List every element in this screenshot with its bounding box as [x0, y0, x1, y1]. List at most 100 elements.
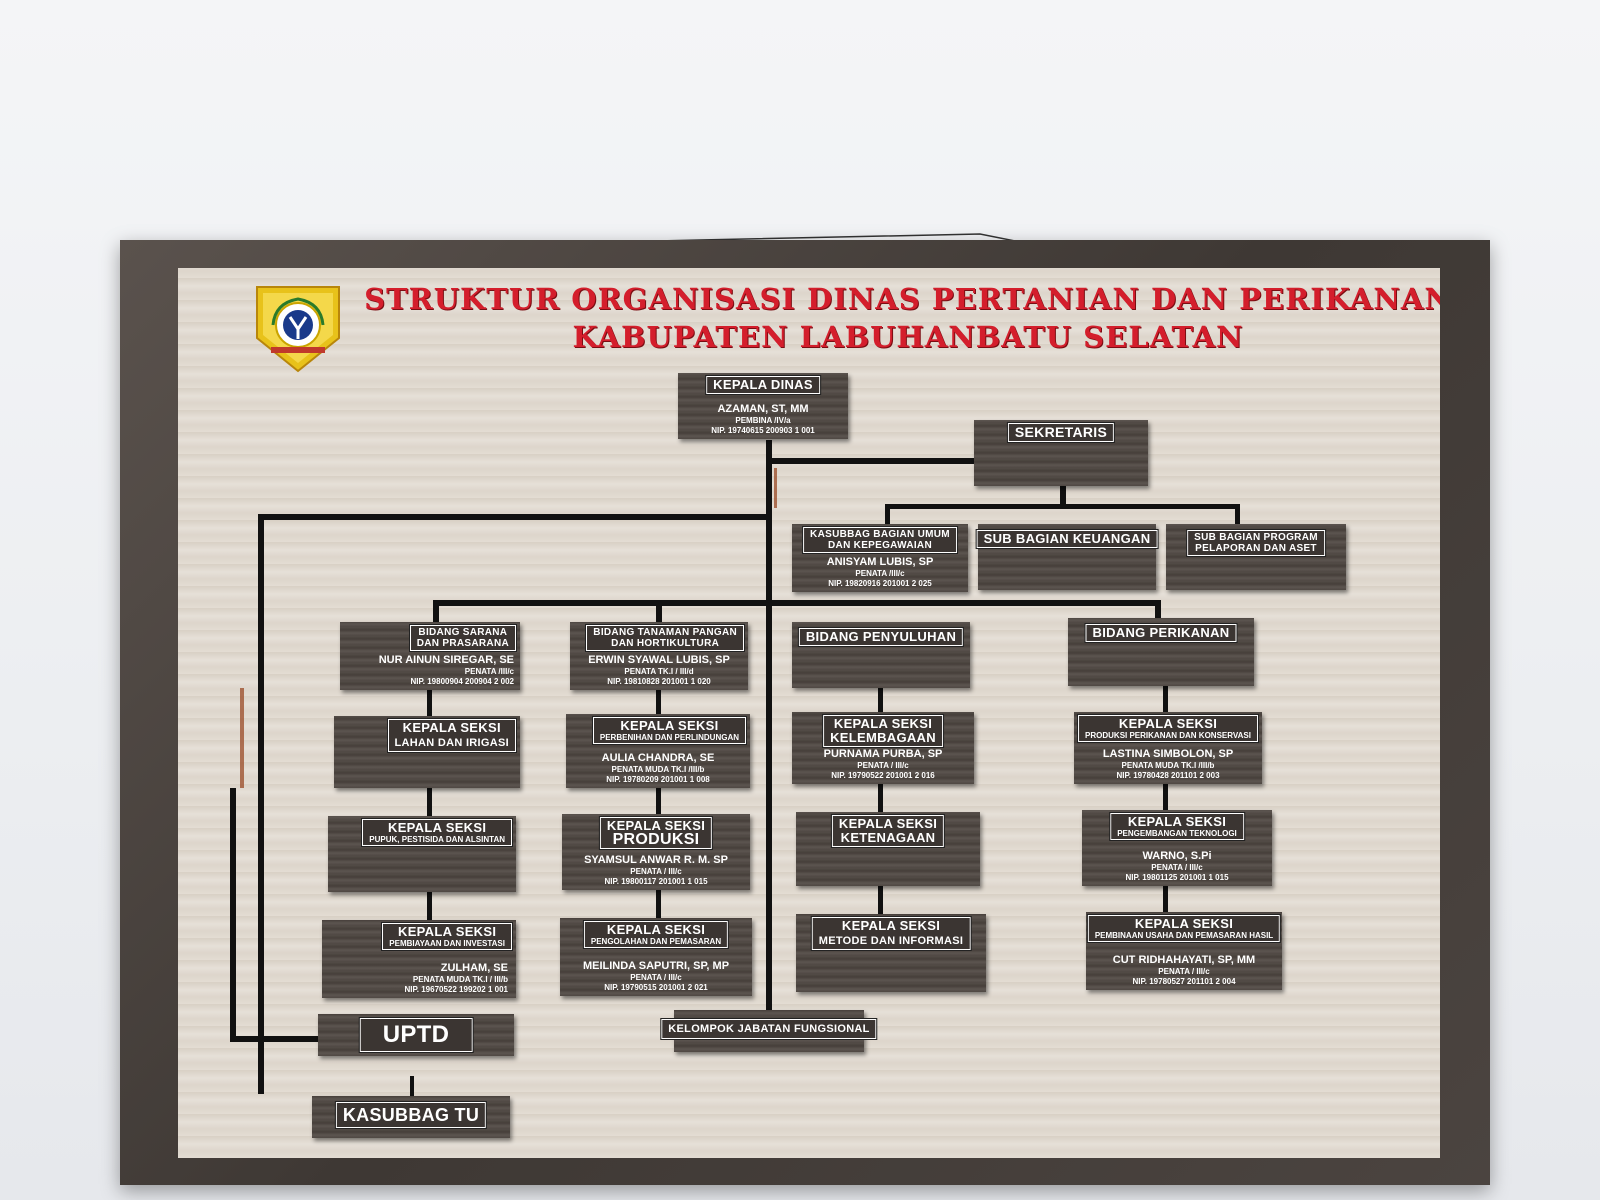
person-name: MEILINDA SAPUTRI, SP, MP — [582, 960, 730, 972]
seksi-lahan-box: KEPALA SEKSI LAHAN DAN IRIGASI — [334, 716, 520, 788]
box-label-line1: KASUBBAG BAGIAN UMUM — [810, 529, 950, 540]
connector-line — [766, 458, 976, 464]
box-label-line2: DAN KEPEGAWAIAN — [828, 540, 932, 551]
connector-line — [1235, 504, 1240, 526]
box-label-line2: PERBENIHAN DAN PERLINDUNGAN — [599, 733, 739, 742]
box-label-line2: METODE DAN INFORMASI — [818, 935, 964, 947]
person-nip: NIP. 19740615 200903 1 001 — [711, 426, 815, 435]
connector-line — [885, 504, 1240, 509]
box-label-line1: KEPALA SEKSI — [1127, 814, 1227, 829]
seksi-perbenihan-box: KEPALA SEKSI PERBENIHAN DAN PERLINDUNGAN… — [566, 714, 750, 788]
seksi-produksi-box: KEPALA SEKSI PRODUKSI SYAMSUL ANWAR R. M… — [562, 814, 750, 890]
box-label-line2: PEMBIAYAAN DAN INVESTASI — [389, 939, 505, 948]
box-label: BIDANG PERIKANAN — [1084, 623, 1238, 643]
connector-line — [258, 514, 770, 520]
person-rank: PENATA / III/c — [1158, 967, 1210, 976]
box-label: KASUBBAG BAGIAN UMUM DAN KEPEGAWAIAN — [802, 526, 958, 554]
box-label-line1: KEPALA SEKSI — [1134, 916, 1234, 931]
rust-stain — [774, 468, 777, 508]
seksi-produksi-ikan-box: KEPALA SEKSI PRODUKSI PERIKANAN DAN KONS… — [1074, 712, 1262, 784]
person-nip: NIP. 19810828 201001 1 020 — [607, 677, 711, 686]
connector-line — [258, 514, 264, 1094]
person-rank: PENATA / III/c — [1151, 863, 1203, 872]
box-label: BIDANG PENYULUHAN — [797, 627, 965, 647]
person-nip: NIP. 19820916 201001 2 025 — [828, 579, 932, 588]
seksi-pembinaan-box: KEPALA SEKSI PEMBINAAN USAHA DAN PEMASAR… — [1086, 912, 1282, 990]
box-label: KASUBBAG TU — [334, 1101, 488, 1129]
chart-title-line1: STRUKTUR ORGANISASI DINAS PERTANIAN DAN … — [364, 282, 1440, 316]
bidang-tanaman-box: BIDANG TANAMAN PANGAN DAN HORTIKULTURA E… — [570, 622, 748, 690]
box-label-line1: BIDANG SARANA — [418, 627, 508, 638]
person-name: SYAMSUL ANWAR R. M. SP — [584, 854, 728, 866]
box-label-line1: KEPALA SEKSI — [398, 924, 497, 939]
seksi-pupuk-box: KEPALA SEKSI PUPUK, PESTISIDA DAN ALSINT… — [328, 816, 516, 892]
person-name: NUR AINUN SIREGAR, SE — [378, 654, 514, 666]
connector-line — [656, 600, 662, 622]
connector-line — [1155, 600, 1161, 622]
seksi-pembiayaan-box: KEPALA SEKSI PEMBIAYAAN DAN INVESTASI ZU… — [322, 920, 516, 998]
kepala-dinas-box: KEPALA DINAS AZAMAN, ST, MM PEMBINA /IV/… — [678, 373, 848, 439]
person-name: AULIA CHANDRA, SE — [601, 752, 715, 764]
box-label: KELOMPOK JABATAN FUNGSIONAL — [660, 1018, 878, 1040]
person-rank: PEMBINA /IV/a — [735, 416, 791, 425]
connector-line — [433, 600, 1161, 606]
person-rank: PENATA /III/c — [855, 569, 905, 578]
kasubbag-umum-box: KASUBBAG BAGIAN UMUM DAN KEPEGAWAIAN ANI… — [792, 524, 968, 592]
person-rank: PENATA MUDA TK.I / III/b — [412, 975, 508, 984]
box-label-line1: KEPALA SEKSI — [841, 918, 941, 933]
seksi-teknologi-box: KEPALA SEKSI PENGEMBANGAN TEKNOLOGI WARN… — [1082, 810, 1272, 886]
box-label: KEPALA SEKSI PERBENIHAN DAN PERLINDUNGAN — [591, 716, 748, 745]
box-label: KEPALA SEKSI PEMBINAAN USAHA DAN PEMASAR… — [1086, 914, 1282, 943]
sekretaris-box: SEKRETARIS — [974, 420, 1148, 486]
person-rank: PENATA MUDA TK.I /III/b — [1121, 761, 1215, 770]
box-label: SUB BAGIAN KEUANGAN — [975, 529, 1159, 549]
person-name: AZAMAN, ST, MM — [717, 403, 809, 415]
box-label: BIDANG TANAMAN PANGAN DAN HORTIKULTURA — [585, 624, 745, 652]
person-rank: PENATA / III/c — [630, 973, 682, 982]
box-label: UPTD — [358, 1017, 474, 1053]
bidang-penyuluhan-box: BIDANG PENYULUHAN — [792, 622, 970, 688]
box-label-line1: BIDANG TANAMAN PANGAN — [593, 627, 737, 638]
box-label-line2: PEMBINAAN USAHA DAN PEMASARAN HASIL — [1094, 931, 1274, 940]
connector-line — [433, 600, 439, 622]
box-label-line2: KELEMBAGAAN — [830, 730, 936, 745]
person-nip: NIP. 19780209 201001 1 008 — [606, 775, 710, 784]
seksi-kelembagaan-box: KEPALA SEKSI KELEMBAGAAN PURNAMA PURBA, … — [792, 712, 974, 784]
box-label-line1: KEPALA SEKSI — [833, 716, 933, 731]
person-nip: NIP. 19780527 201101 2 004 — [1132, 977, 1236, 986]
bidang-perikanan-box: BIDANG PERIKANAN — [1068, 618, 1254, 686]
person-name: LASTINA SIMBOLON, SP — [1102, 748, 1234, 760]
connector-line — [230, 788, 236, 1042]
box-label: SEKRETARIS — [1006, 422, 1116, 443]
box-label: BIDANG SARANA DAN PRASARANA — [408, 624, 518, 652]
regency-emblem-icon — [256, 286, 340, 373]
box-label: KEPALA SEKSI PRODUKSI — [598, 816, 714, 850]
connector-line — [885, 504, 890, 526]
box-label-line2: PENGOLAHAN DAN PEMASARAN — [590, 937, 722, 946]
box-label: SUB BAGIAN PROGRAM PELAPORAN DAN ASET — [1186, 529, 1326, 557]
box-label: KEPALA SEKSI METODE DAN INFORMASI — [810, 916, 972, 951]
box-label-line2: PRODUKSI — [612, 831, 700, 848]
kelompok-jabatan-box: KELOMPOK JABATAN FUNGSIONAL — [660, 1010, 878, 1052]
person-nip: NIP. 19790522 201001 2 016 — [831, 771, 935, 780]
person-name: ERWIN SYAWAL LUBIS, SP — [588, 654, 730, 666]
kasubbag-tu-box: KASUBBAG TU — [312, 1096, 510, 1138]
box-label: KEPALA SEKSI KETENAGAAN — [830, 814, 946, 848]
person-nip: NIP. 19670522 199202 1 001 — [404, 985, 508, 994]
box-label-line1: KEPALA SEKSI — [606, 818, 706, 833]
box-label: KEPALA SEKSI PENGEMBANGAN TEKNOLOGI — [1109, 812, 1245, 841]
box-label-line2: LAHAN DAN IRIGASI — [394, 737, 509, 749]
box-label-line2: PENGEMBANGAN TEKNOLOGI — [1117, 829, 1237, 838]
box-label-line2: PRODUKSI PERIKANAN DAN KONSERVASI — [1085, 731, 1251, 740]
bidang-sarana-box: BIDANG SARANA DAN PRASARANA NUR AINUN SI… — [340, 622, 520, 690]
box-label-line1: KEPALA SEKSI — [402, 720, 501, 735]
box-label-line1: KEPALA SEKSI — [606, 922, 706, 937]
person-rank: PENATA MUDA TK.I /III/b — [611, 765, 705, 774]
person-name: WARNO, S.Pi — [1142, 850, 1212, 862]
seksi-pengolahan-box: KEPALA SEKSI PENGOLAHAN DAN PEMASARAN ME… — [560, 918, 752, 996]
person-nip: NIP. 19800117 201001 1 015 — [604, 877, 708, 886]
person-rank: PENATA / III/c — [857, 761, 909, 770]
box-label: KEPALA SEKSI LAHAN DAN IRIGASI — [386, 718, 517, 753]
box-label: KEPALA SEKSI PRODUKSI PERIKANAN DAN KONS… — [1077, 714, 1259, 743]
sub-program-box: SUB BAGIAN PROGRAM PELAPORAN DAN ASET — [1166, 524, 1346, 590]
